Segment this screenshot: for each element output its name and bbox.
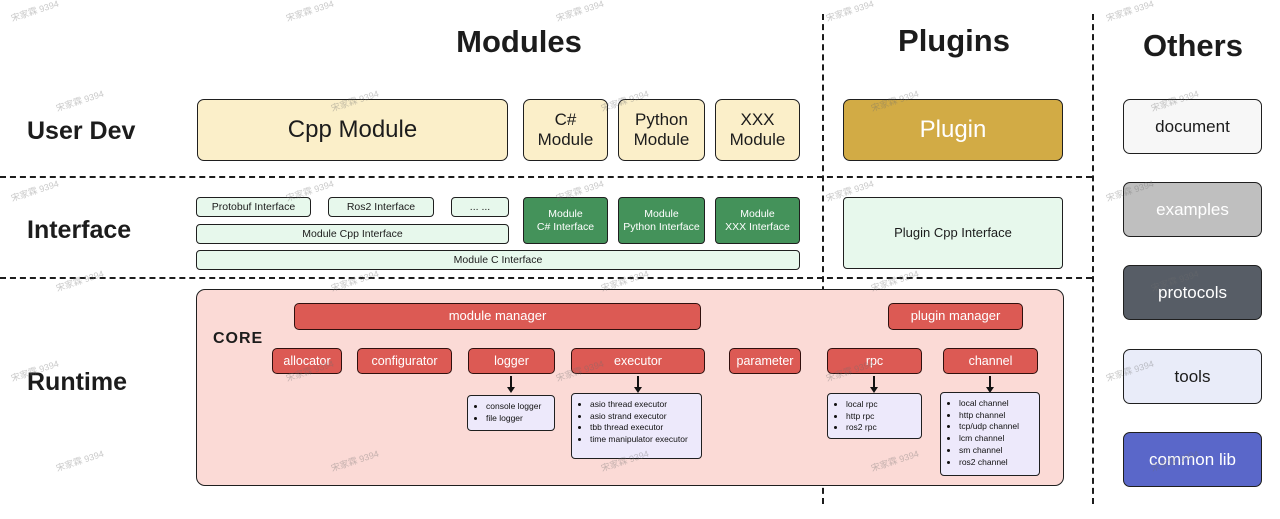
module-python-interface-box: Module Python Interface: [618, 197, 705, 244]
module-csharp-interface-line1: Module: [548, 208, 583, 221]
channel-impls-list: local channelhttp channeltcp/udp channel…: [943, 398, 1019, 468]
cpp-module-box: Cpp Module: [197, 99, 508, 161]
module-csharp-interface-box: Module C# Interface: [523, 197, 608, 244]
channel-impls-box: local channelhttp channeltcp/udp channel…: [940, 392, 1040, 476]
executor-arrow: [633, 376, 643, 393]
others-title: Others: [1143, 28, 1243, 63]
allocator-box: allocator: [272, 348, 342, 374]
modules-title: Modules: [456, 24, 582, 59]
module-xxx-interface-box: Module XXX Interface: [715, 197, 800, 244]
xxx-module-box: XXX Module: [715, 99, 800, 161]
channel-box: channel: [943, 348, 1038, 374]
plugin-cpp-interface-box: Plugin Cpp Interface: [843, 197, 1063, 269]
others-item-common-lib: common lib: [1123, 432, 1262, 487]
plugins-title: Plugins: [898, 23, 1010, 58]
executor-impls-box: asio thread executorasio strand executor…: [571, 393, 702, 459]
parameter-box: parameter: [729, 348, 801, 374]
plugin-box: Plugin: [843, 99, 1063, 161]
executor-impls-list: asio thread executorasio strand executor…: [574, 399, 688, 446]
logger-impls-box: console loggerfile logger: [467, 395, 555, 431]
configurator-box: configurator: [357, 348, 452, 374]
executor-box: executor: [571, 348, 705, 374]
others-item-tools: tools: [1123, 349, 1262, 404]
module-csharp-interface-line2: C# Interface: [536, 220, 595, 233]
plugin-manager-box: plugin manager: [888, 303, 1023, 330]
logger-impls-list: console loggerfile logger: [470, 401, 541, 424]
module-cpp-interface-box: Module Cpp Interface: [196, 224, 509, 244]
divider-modules-plugins: [822, 14, 824, 504]
row-label-user-dev: User Dev: [27, 117, 136, 145]
row-label-runtime: Runtime: [27, 368, 127, 396]
ros2-interface-box: Ros2 Interface: [328, 197, 434, 217]
module-python-interface-line2: Python Interface: [623, 220, 700, 233]
module-xxx-interface-line2: XXX Interface: [725, 220, 790, 233]
channel-arrow: [985, 376, 995, 393]
divider-userdev-interface: [0, 176, 1092, 178]
module-python-interface-line1: Module: [644, 208, 679, 221]
rpc-arrow: [869, 376, 879, 393]
protobuf-interface-box: Protobuf Interface: [196, 197, 311, 217]
module-c-interface-box: Module C Interface: [196, 250, 800, 270]
core-label: CORE: [213, 330, 264, 347]
others-item-examples: examples: [1123, 182, 1262, 237]
others-item-protocols: protocols: [1123, 265, 1262, 320]
divider-plugins-others: [1092, 14, 1094, 504]
row-label-interface: Interface: [27, 216, 132, 244]
module-xxx-interface-line1: Module: [740, 208, 775, 221]
module-manager-box: module manager: [294, 303, 701, 330]
divider-interface-runtime: [0, 277, 1092, 279]
python-module-box: Python Module: [618, 99, 705, 161]
rpc-impls-box: local rpchttp rpcros2 rpc: [827, 393, 922, 439]
more-interfaces-box: ... ...: [451, 197, 509, 217]
logger-arrow: [506, 376, 516, 393]
rpc-impls-list: local rpchttp rpcros2 rpc: [830, 399, 878, 434]
csharp-module-box: C# Module: [523, 99, 608, 161]
rpc-box: rpc: [827, 348, 922, 374]
others-item-document: document: [1123, 99, 1262, 154]
logger-box: logger: [468, 348, 555, 374]
